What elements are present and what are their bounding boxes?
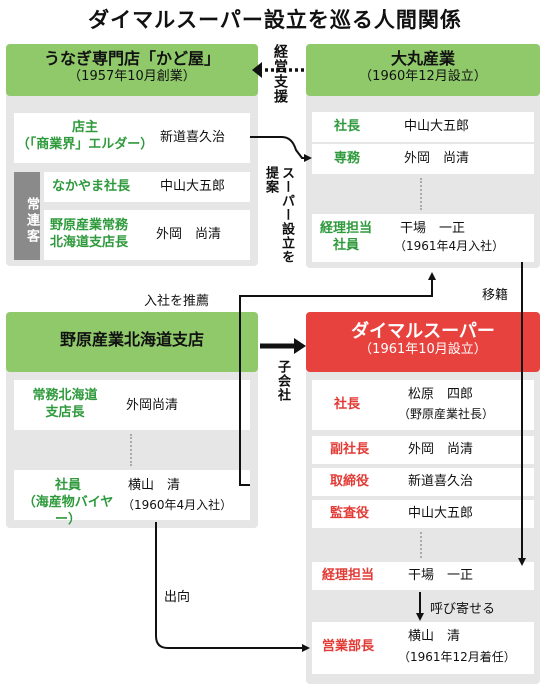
branch-employee-role: 社員（海産物バイヤー） — [22, 478, 114, 527]
branch-omitted-dots — [130, 434, 132, 466]
super-sales-role: 営業部長 — [322, 639, 375, 654]
super-director-role: 取締役 — [330, 474, 370, 489]
super-director-row: 取締役 新道喜久治 — [312, 468, 534, 496]
sangyo-accounting-joined: （1961年4月入社） — [394, 239, 505, 253]
branch-employee-joined: （1960年4月入社） — [122, 498, 233, 512]
support-arrow-head — [252, 62, 262, 78]
nohara-executive-role: 野原産業常務北海道支店長 — [50, 218, 129, 250]
owner-role: 店主（「商業界」エルダー） — [16, 120, 154, 152]
branch-employee-row: 社員（海産物バイヤー） 横山 清 （1960年4月入社） — [14, 470, 250, 527]
sangyo-director-role: 専務 — [334, 151, 361, 166]
daimaru-super-founded: （1961年10月設立） — [359, 342, 487, 357]
super-auditor-row: 監査役 中山大五郎 — [312, 500, 534, 528]
nohara-branch-name: 野原産業北海道支店 — [59, 330, 204, 349]
sangyo-president-row: 社長 中山大五郎 — [312, 112, 534, 142]
owner-row: 店主（「商業界」エルダー） 新道喜久治 — [14, 113, 250, 163]
propose-arrow — [250, 136, 312, 162]
super-vice-president-row: 副社長 外岡 尚清 — [312, 436, 534, 464]
branch-manager-row: 常務北海道支店長 外岡尚清 — [14, 380, 250, 430]
subsidiary-arrow-head — [294, 338, 306, 354]
daimaru-sangyo-name: 大丸産業 — [390, 49, 455, 68]
super-accounting-role: 経理担当 — [322, 568, 375, 583]
daimaru-super-name: ダイマルスーパー — [351, 321, 495, 342]
super-omitted-dots — [420, 532, 422, 558]
super-president-role: 社長 — [334, 397, 361, 412]
nakayama-row: なかやま社長 中山大五郎 — [44, 172, 250, 202]
sangyo-director-row: 専務 外岡 尚清 — [312, 144, 534, 174]
super-auditor-role: 監査役 — [330, 506, 370, 521]
super-accounting-row: 経理担当 干場 一正 — [312, 562, 534, 590]
super-sales-name: 横山 清 — [408, 629, 461, 644]
unagi-shop-header: うなぎ専門店「かど屋」 （1957年10月創業） — [6, 44, 258, 96]
branch-employee-name: 横山 清 — [128, 478, 181, 493]
nohara-executive-row: 野原産業常務北海道支店長 外岡 尚清 — [44, 210, 250, 260]
unagi-shop-founded: （1957年10月創業） — [68, 69, 196, 84]
nohara-executive-name: 外岡 尚清 — [156, 227, 222, 242]
recommend-arrow — [239, 272, 436, 486]
super-auditor-name: 中山大五郎 — [408, 506, 474, 521]
sangyo-accounting-row: 経理担当社員 干場 一正 （1961年4月入社） — [312, 214, 534, 262]
nohara-branch-header: 野原産業北海道支店 — [6, 312, 258, 372]
propose-label: スーパー設立を提案 — [263, 166, 294, 264]
super-vice-president-role: 副社長 — [330, 442, 370, 457]
secondment-arrow — [155, 522, 310, 652]
unagi-shop-name: うなぎ専門店「かど屋」 — [43, 49, 220, 68]
super-president-note: （野原産業社長） — [398, 407, 495, 421]
sangyo-director-name: 外岡 尚清 — [404, 151, 470, 166]
super-president-name: 松原 四郎 — [408, 387, 474, 402]
secondment-label: 出向 — [164, 590, 191, 605]
daimaru-sangyo-founded: （1960年12月設立） — [359, 69, 487, 84]
transfer-label: 移籍 — [482, 288, 509, 303]
nakayama-name: 中山大五郎 — [160, 179, 226, 194]
diagram-title: ダイマルスーパー設立を巡る人間関係 — [88, 8, 462, 32]
regulars-label: 常連客 — [14, 172, 40, 260]
summon-label: 呼び寄せる — [430, 602, 496, 617]
sangyo-accounting-role: 経理担当社員 — [320, 221, 373, 253]
super-accounting-name: 干場 一正 — [408, 568, 474, 583]
super-director-name: 新道喜久治 — [408, 474, 474, 489]
sangyo-president-name: 中山大五郎 — [404, 119, 470, 134]
branch-manager-name: 外岡尚清 — [126, 398, 179, 413]
daimaru-super-header: ダイマルスーパー （1961年10月設立） — [306, 312, 540, 372]
super-sales-appointed: （1961年12月着任） — [398, 650, 516, 664]
sangyo-omitted-dots — [420, 178, 422, 210]
sangyo-accounting-name: 干場 一正 — [400, 221, 466, 236]
recommend-label: 入社を推薦 — [144, 294, 210, 309]
sangyo-president-role: 社長 — [334, 119, 361, 134]
super-sales-row: 営業部長 横山 清 （1961年12月着任） — [312, 622, 534, 674]
nakayama-role: なかやま社長 — [52, 179, 131, 194]
support-label: 経営支援 — [272, 44, 288, 104]
subsidiary-label: 子会社 — [275, 360, 290, 402]
super-vice-president-name: 外岡 尚清 — [408, 442, 474, 457]
branch-manager-role: 常務北海道支店長 — [32, 388, 98, 420]
super-president-row: 社長 松原 四郎 （野原産業社長） — [312, 380, 534, 430]
daimaru-sangyo-header: 大丸産業 （1960年12月設立） — [306, 44, 540, 96]
owner-name: 新道喜久治 — [160, 130, 226, 145]
